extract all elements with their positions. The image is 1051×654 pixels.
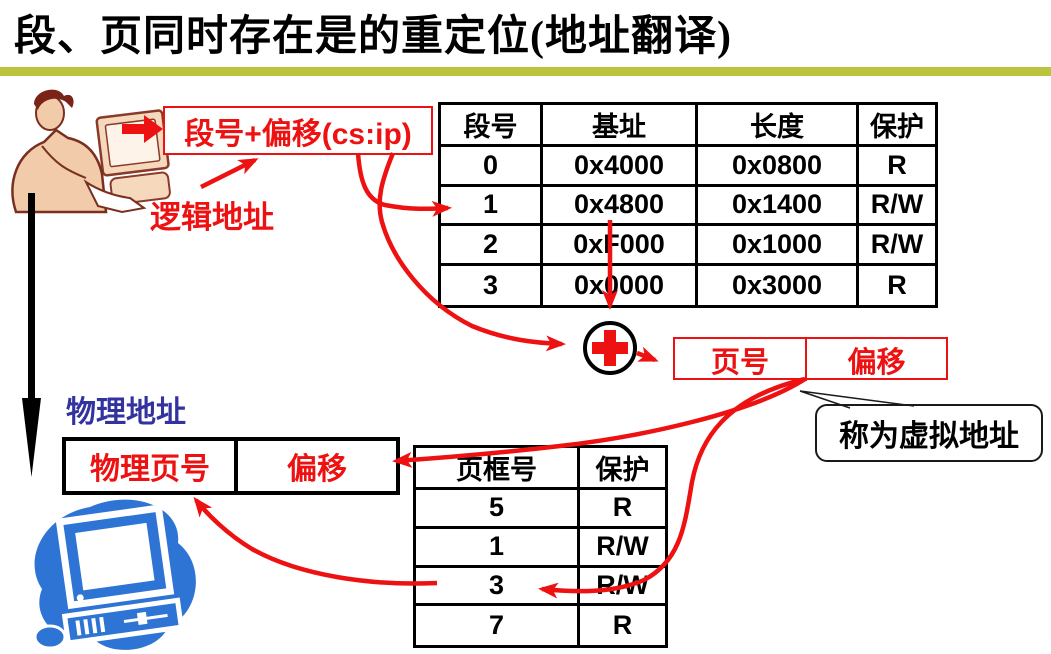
segment-table-cell: 0x4800	[543, 186, 698, 226]
virtual-address-box: 页号 偏移	[673, 337, 948, 381]
timeline-arrow-shaft	[28, 193, 35, 403]
page-table: 页框号 保护 5 R 1 R/W 3 R/W 7 R	[413, 445, 668, 648]
segment-table-cell: 3	[441, 265, 543, 305]
title-divider	[0, 67, 1051, 76]
timeline-arrow-head	[22, 398, 41, 477]
logical-address-label: 逻辑地址	[150, 200, 274, 235]
segment-table-cell: 0x4000	[543, 147, 698, 187]
page-table-header: 页框号	[416, 448, 580, 490]
segment-table-cell: R	[887, 269, 907, 300]
segment-table-cell: 2	[441, 226, 543, 266]
segment-table-cell: R/W	[859, 187, 935, 226]
page-table-cell: R	[612, 610, 633, 641]
physical-address-label: 物理地址	[66, 396, 186, 429]
virtual-offset-cell: 偏移	[805, 339, 946, 381]
page-table-cell: R	[580, 490, 665, 529]
adder-circle	[583, 321, 637, 375]
person-at-computer-icon	[11, 89, 171, 214]
page-table-header: 保护	[580, 448, 665, 490]
page-table-cell: 7	[416, 606, 580, 645]
segment-table-header: 段号	[441, 105, 543, 147]
segment-table-cell: 0xF000	[543, 226, 698, 266]
segment-table-cell: 1	[441, 186, 543, 226]
physical-frame-no-cell: 物理页号	[90, 453, 210, 486]
page-table-cell: 5	[416, 490, 580, 529]
logical-label-arrow	[199, 157, 259, 190]
adder-to-vaddr-arrow	[636, 346, 659, 363]
segment-table-cell: 0x1400	[698, 186, 859, 226]
segment-table-header: 保护	[859, 105, 935, 147]
virtual-page-no-cell: 页号	[710, 347, 769, 379]
logical-address-box: 段号+偏移(cs:ip)	[163, 106, 433, 155]
segment-table-cell: R/W	[859, 226, 935, 266]
segment-table: 段号 基址 长度 保护 0 0x4000 0x0800 R 1 0x4800 0…	[438, 102, 938, 308]
page-table-cell: 1	[416, 528, 580, 568]
segment-table-cell: 0	[441, 147, 543, 187]
physical-address-box: 物理页号 偏移	[62, 437, 400, 495]
segment-table-cell: 0x0800	[698, 147, 859, 187]
segno-to-segrow-arrow	[355, 152, 452, 217]
segment-table-cell: R	[859, 147, 935, 187]
page-table-cell: 3	[416, 567, 580, 607]
segment-table-header: 长度	[698, 105, 859, 147]
physical-offset-cell: 偏移	[234, 441, 396, 491]
adder-plus-icon	[604, 330, 616, 366]
virtual-address-callout: 称为虚拟地址	[815, 404, 1043, 462]
segment-table-cell: 0x1000	[698, 226, 859, 266]
page-table-cell: R/W	[580, 568, 665, 607]
frame-to-physical-arrow	[193, 496, 438, 586]
page-table-cell: R/W	[580, 529, 665, 568]
computer-icon	[33, 499, 196, 650]
segment-table-cell: 0x3000	[698, 265, 859, 305]
segment-table-cell: 0x0000	[543, 265, 698, 305]
segment-table-header: 基址	[543, 105, 698, 147]
page-title: 段、页同时存在是的重定位(地址翻译)	[14, 14, 732, 60]
adder-plus-icon	[592, 342, 628, 354]
